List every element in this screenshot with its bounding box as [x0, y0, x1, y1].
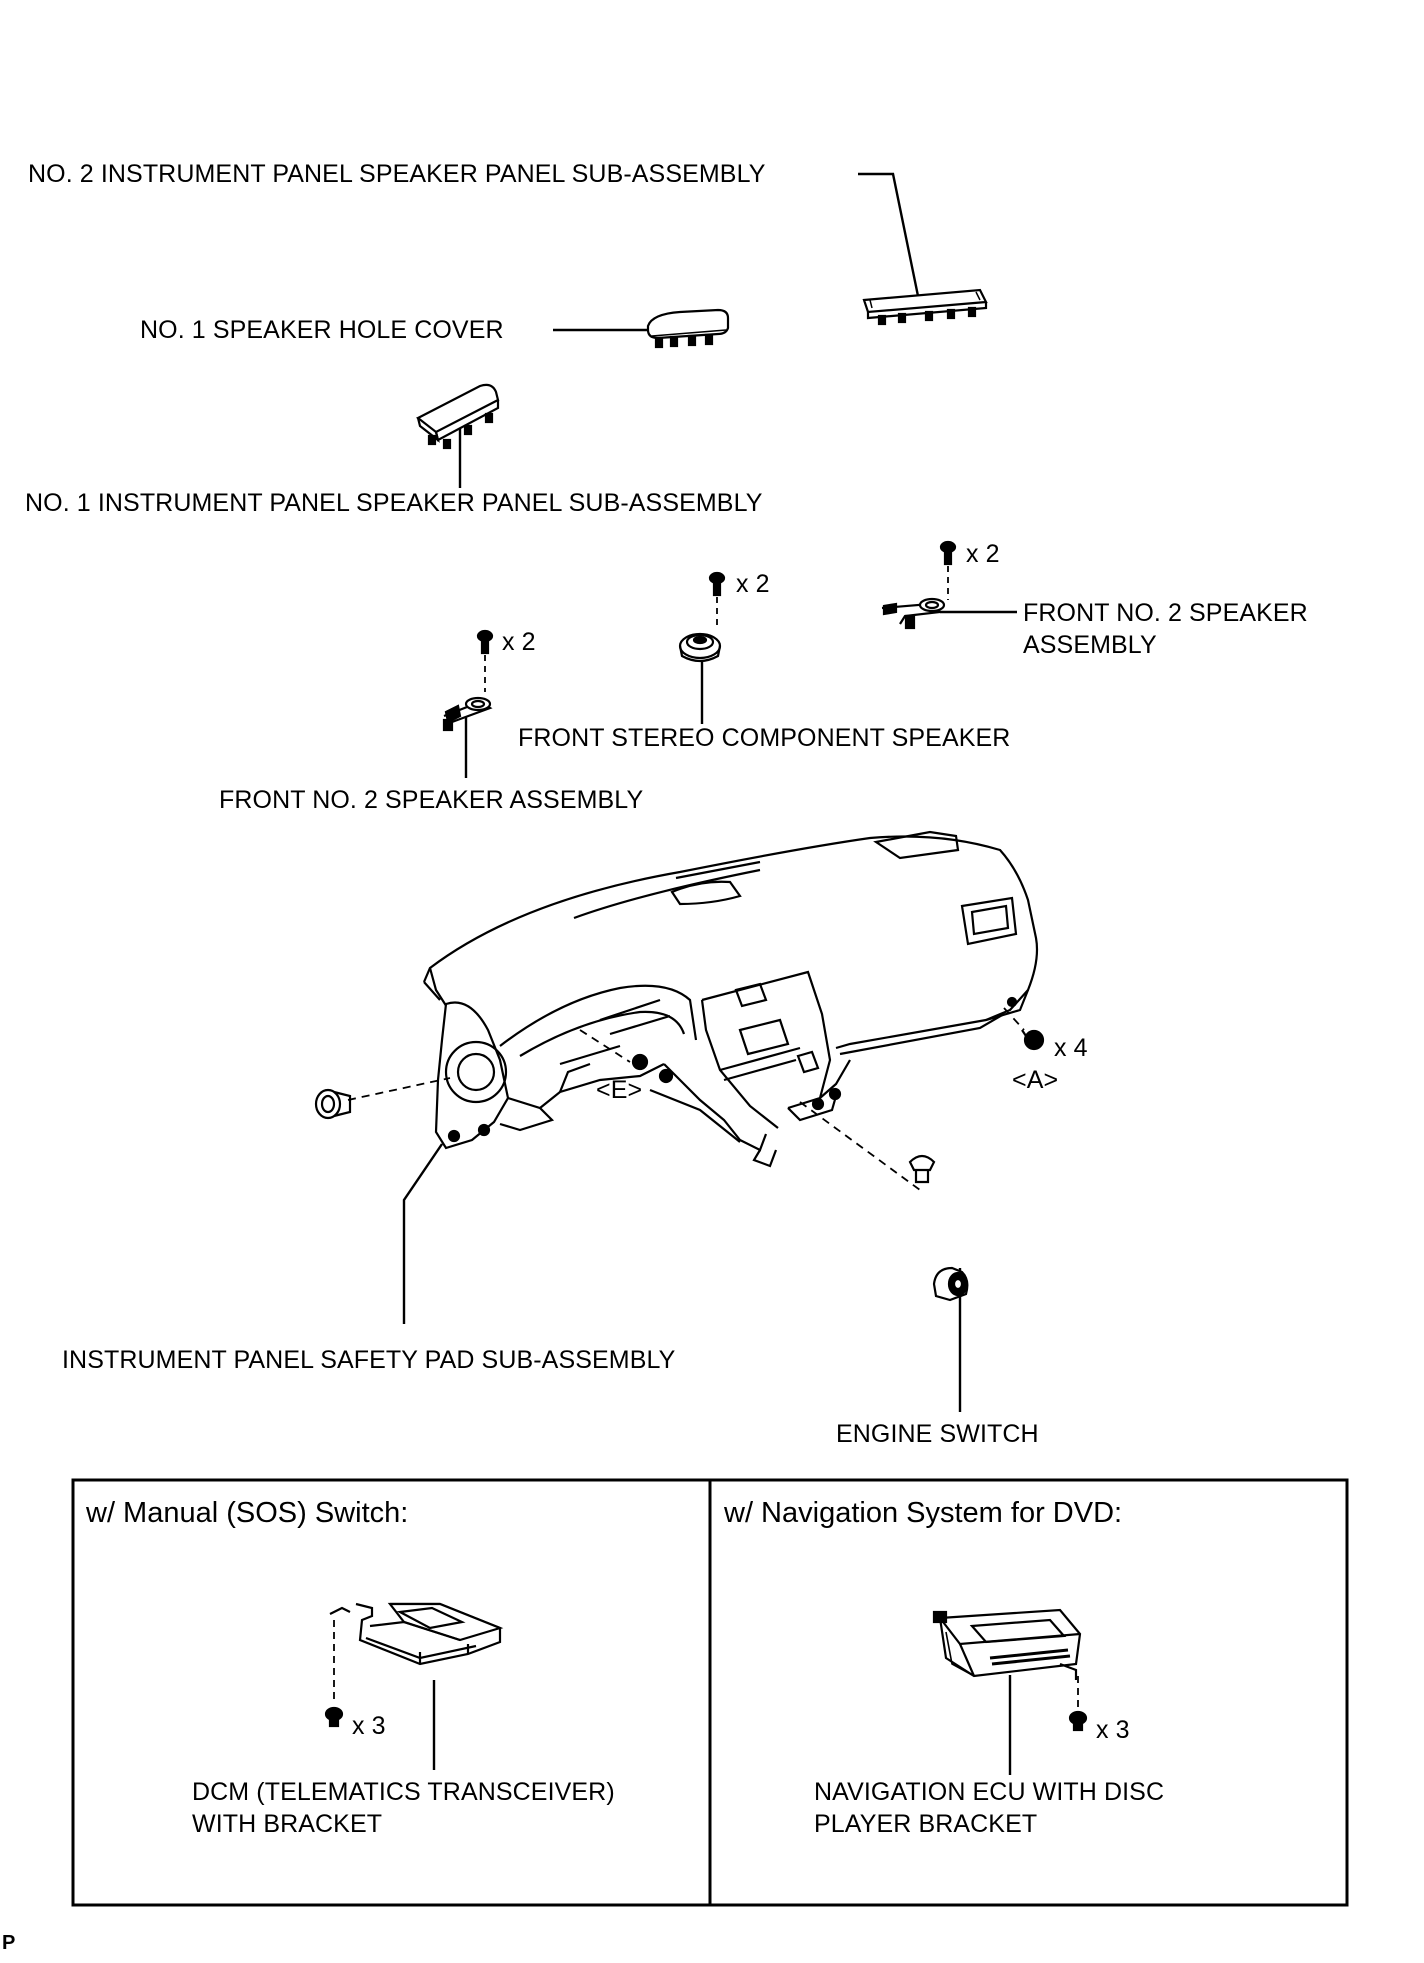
stereo-speaker-part: [678, 632, 722, 663]
engine-switch-part: [932, 1266, 969, 1302]
dcm-unit-part: [324, 1602, 504, 1728]
attachment-guides: [347, 1007, 1025, 1191]
clip-icon: [314, 1088, 352, 1120]
box-title-sos: w/ Manual (SOS) Switch:: [86, 1497, 409, 1529]
clip-lower-icon: [908, 1154, 936, 1184]
qty-nav-screws: x 3: [1096, 1716, 1130, 1744]
front-no2-speaker-left-part: [442, 696, 493, 732]
label-stereo-speaker: FRONT STEREO COMPONENT SPEAKER: [518, 724, 1011, 752]
box-title-nav: w/ Navigation System for DVD:: [724, 1497, 1123, 1529]
label-dcm: DCM (TELEMATICS TRANSCEIVER) WITH BRACKE…: [192, 1778, 615, 1838]
label-speaker-hole-cover: NO. 1 SPEAKER HOLE COVER: [140, 316, 504, 344]
qty-dash-screws: x 4: [1054, 1034, 1088, 1062]
label-front-no2-speaker-right: FRONT NO. 2 SPEAKER ASSEMBLY: [1023, 599, 1308, 659]
dash-screw-icon: [1021, 1029, 1045, 1051]
label-nav-ecu: NAVIGATION ECU WITH DISC PLAYER BRACKET: [814, 1778, 1165, 1838]
no1-speaker-panel-part: [415, 383, 500, 450]
front-no2-speaker-right-part: [881, 597, 946, 630]
leader-lines: [402, 172, 1017, 1775]
nav-ecu-part: [932, 1608, 1088, 1732]
qty-stereo-screws: x 2: [736, 570, 770, 598]
marker-e: <E>: [596, 1076, 643, 1104]
corner-mark: P: [2, 1932, 16, 1954]
speaker-hole-cover-part: [646, 308, 730, 349]
variant-boxes: [71, 1478, 1349, 1907]
qty-left-screws: x 2: [502, 628, 536, 656]
label-front-no2-speaker-left: FRONT NO. 2 SPEAKER ASSEMBLY: [219, 786, 644, 814]
screw-icon-group: [476, 540, 957, 692]
qty-dcm-screws: x 3: [352, 1712, 386, 1740]
marker-a: <A>: [1012, 1066, 1059, 1094]
label-safety-pad: INSTRUMENT PANEL SAFETY PAD SUB-ASSEMBLY: [62, 1346, 676, 1374]
label-engine-switch: ENGINE SWITCH: [836, 1420, 1039, 1448]
qty-right-screws: x 2: [966, 540, 1000, 568]
no2-speaker-panel-part: [862, 288, 988, 326]
instrument-panel-part: [422, 830, 1039, 1168]
label-no2-speaker-panel: NO. 2 INSTRUMENT PANEL SPEAKER PANEL SUB…: [28, 160, 766, 188]
label-no1-speaker-panel: NO. 1 INSTRUMENT PANEL SPEAKER PANEL SUB…: [25, 489, 763, 517]
